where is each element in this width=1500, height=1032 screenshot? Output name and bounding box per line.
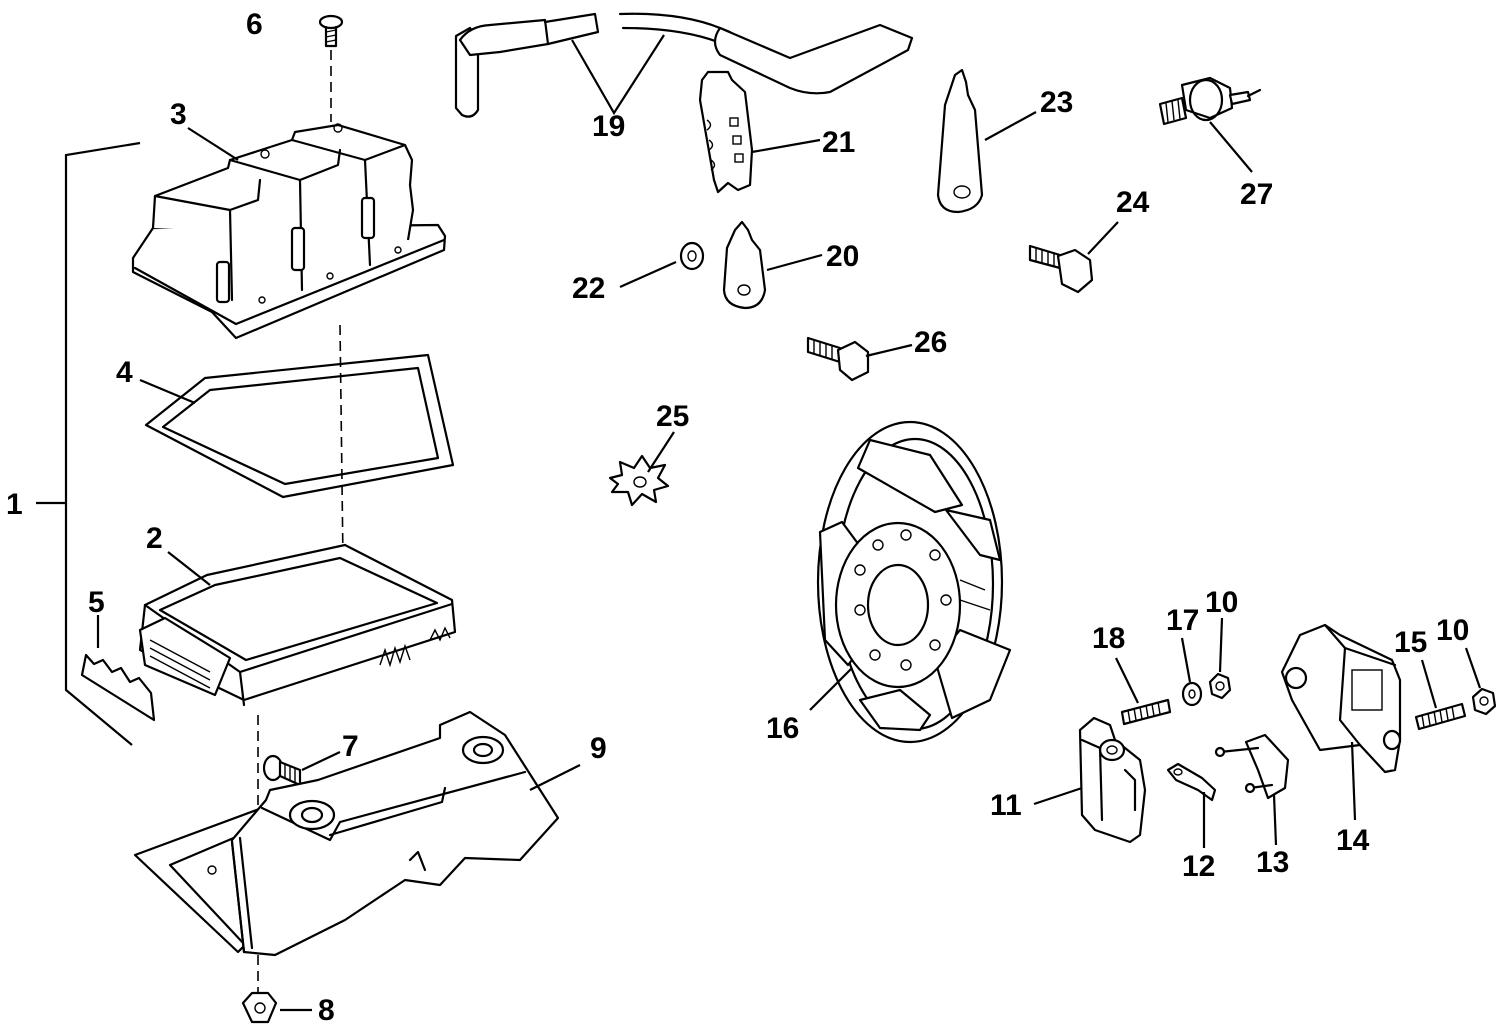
callout-23: 23 xyxy=(1040,86,1073,119)
part-19-spark-plug-lead xyxy=(454,12,914,118)
part-18-stud xyxy=(1115,657,1172,726)
part-5-connector-strip xyxy=(80,615,156,722)
part-10-nut-right xyxy=(1464,647,1497,716)
part-3-coil-pack xyxy=(131,123,447,340)
callout-24: 24 xyxy=(1116,186,1150,219)
callout-4: 4 xyxy=(116,356,133,389)
callout-6: 6 xyxy=(246,8,263,41)
callout-19: 19 xyxy=(592,110,625,143)
part-21-terminal-connector xyxy=(698,70,821,194)
part-24-bolt xyxy=(1028,221,1119,294)
callout-2: 2 xyxy=(146,522,163,555)
part-17-washer xyxy=(1180,637,1203,707)
callout-8: 8 xyxy=(318,994,335,1027)
part-14-support-bracket xyxy=(1280,623,1402,821)
callout-21: 21 xyxy=(822,126,855,159)
part-6-screw xyxy=(318,14,344,122)
callout-11: 11 xyxy=(990,789,1022,822)
callout-labels: 1 2 3 4 5 6 7 8 9 10 10 11 12 13 14 15 1… xyxy=(6,8,1469,1027)
callout-25: 25 xyxy=(656,400,689,433)
part-16-flywheel-rotor xyxy=(809,420,1012,744)
callout-15: 15 xyxy=(1394,626,1427,659)
part-9-mounting-bracket xyxy=(133,710,581,957)
callout-5: 5 xyxy=(88,586,105,619)
callout-22: 22 xyxy=(572,272,605,305)
part-23-terminal-plate xyxy=(936,68,1037,214)
callout-20: 20 xyxy=(826,240,859,273)
callout-9: 9 xyxy=(590,732,607,765)
assembly-bracket xyxy=(36,141,141,746)
part-13-screws-clamp xyxy=(1214,733,1290,846)
callout-16: 16 xyxy=(766,712,799,745)
part-22-washer xyxy=(619,241,705,289)
part-25-star-washer xyxy=(608,431,675,507)
callout-17: 17 xyxy=(1166,604,1199,637)
part-4-gasket xyxy=(139,324,455,641)
part-11-pickup-module xyxy=(1033,716,1147,844)
part-12-spring-clip xyxy=(1166,762,1217,848)
callout-3: 3 xyxy=(170,98,187,131)
callout-14: 14 xyxy=(1336,824,1370,857)
callout-18: 18 xyxy=(1092,622,1125,655)
part-2-module-housing xyxy=(138,543,457,707)
callout-12: 12 xyxy=(1182,850,1215,883)
part-20-clip-terminal xyxy=(722,220,823,310)
callout-27: 27 xyxy=(1240,178,1273,211)
part-26-bolt xyxy=(806,336,913,382)
part-27-sensor xyxy=(1158,76,1262,173)
callout-10-right: 10 xyxy=(1436,614,1469,647)
callout-13: 13 xyxy=(1256,846,1289,879)
callout-7: 7 xyxy=(342,730,359,763)
part-8-nut xyxy=(241,991,312,1024)
part-10-nut-left xyxy=(1208,617,1232,700)
part-15-stud xyxy=(1414,659,1467,731)
callout-10-left: 10 xyxy=(1205,586,1238,619)
callout-1: 1 xyxy=(6,488,23,521)
callout-26: 26 xyxy=(914,326,947,359)
